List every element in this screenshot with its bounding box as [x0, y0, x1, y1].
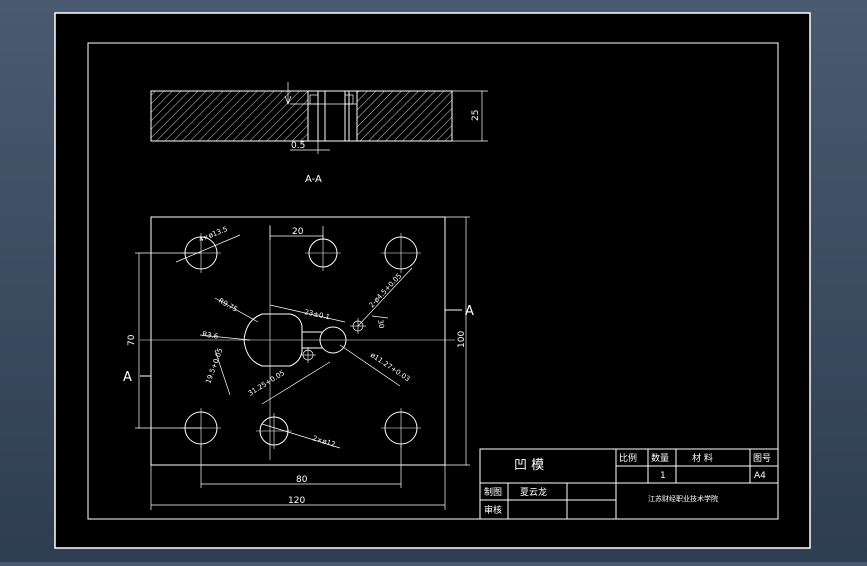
section-hatch-right [356, 90, 453, 142]
pin-hole-bottom [256, 413, 292, 449]
dim-width: 120 [288, 496, 305, 506]
scale-label: 比例 [619, 452, 637, 464]
drawing-no-value: A4 [754, 471, 766, 481]
dim-thickness: 25 [471, 110, 481, 121]
school-name: 江苏财经职业技术学院 [648, 494, 718, 503]
dim-offset: 0.5 [291, 141, 305, 151]
qty-value: 1 [660, 471, 666, 481]
section-marker-left: A [123, 370, 132, 385]
section-view: 25 0.5 A-A [150, 82, 488, 185]
dim-height: 100 [457, 331, 467, 348]
material-label: 材 料 [692, 452, 713, 464]
drawn-label: 制图 [484, 486, 502, 498]
die-cavity [243, 313, 366, 367]
section-marker-right: A [465, 304, 474, 319]
dim-hole-spacing-y: 70 [127, 334, 137, 346]
section-hatch-left [150, 90, 309, 142]
hole-bottom-right [381, 408, 421, 448]
part-name: 凹 模 [514, 458, 544, 473]
plate-outline [150, 216, 446, 466]
hole-top-right [381, 233, 421, 273]
title-block: 凹 模 比例 数量 1 材 料 图号 A4 制图 夏云龙 审核 江苏财经职业技术… [479, 448, 779, 520]
drawing-frame [87, 42, 779, 520]
note-r36: R3.6 [202, 330, 220, 341]
drawing-no-label: 图号 [753, 453, 771, 464]
note-30: 30 [376, 319, 385, 329]
dim-top-offset: 20 [292, 227, 304, 237]
section-label: A-A [305, 174, 322, 185]
drawn-by: 夏云龙 [520, 486, 547, 498]
dim-hole-spacing-x: 80 [296, 475, 308, 485]
qty-label: 数量 [651, 452, 669, 464]
checked-label: 审核 [484, 504, 502, 516]
